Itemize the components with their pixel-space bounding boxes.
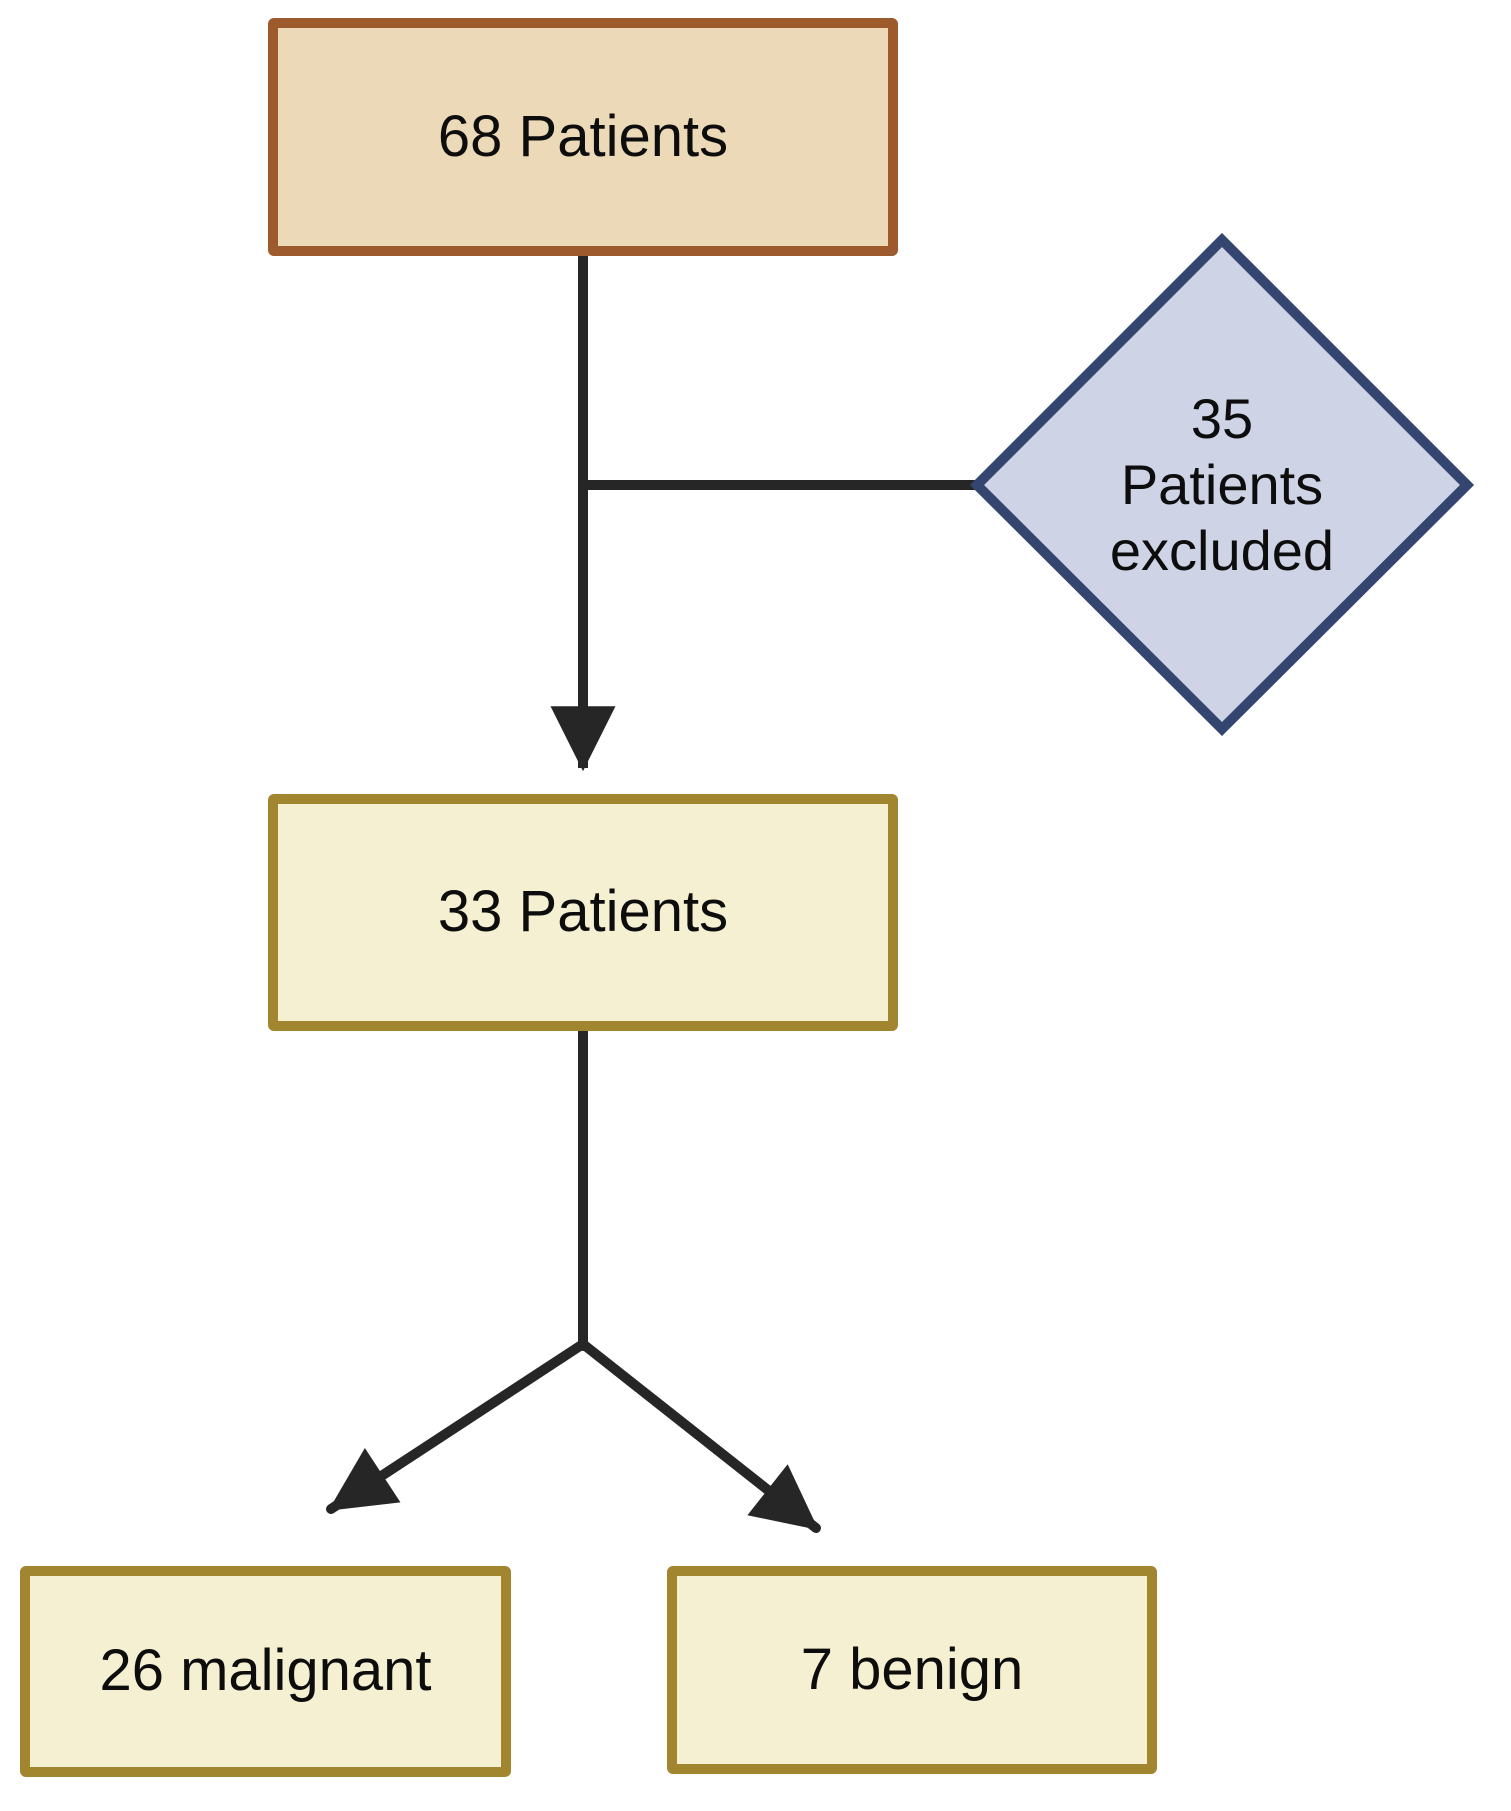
node-benign: 7 benign xyxy=(667,1566,1157,1774)
node-benign-label: 7 benign xyxy=(800,1636,1024,1702)
node-included-patients: 33 Patients xyxy=(268,794,898,1031)
excluded-line-excluded: excluded xyxy=(1109,519,1335,583)
node-malignant-label: 26 malignant xyxy=(99,1638,432,1704)
excluded-line-patients: Patients xyxy=(1120,452,1324,516)
node-included-patients-label: 33 Patients xyxy=(437,879,729,945)
node-patients-excluded: 35 Patients excluded xyxy=(977,240,1467,730)
node-total-patients-label: 68 Patients xyxy=(437,103,729,169)
connector-split-to-benign xyxy=(578,1339,821,1533)
excluded-diamond-shape xyxy=(969,232,1475,737)
node-malignant: 26 malignant xyxy=(20,1566,511,1777)
excluded-line-count: 35 xyxy=(1190,386,1254,450)
node-total-patients: 68 Patients xyxy=(268,18,898,256)
connector-split-to-malignant xyxy=(326,1339,588,1514)
